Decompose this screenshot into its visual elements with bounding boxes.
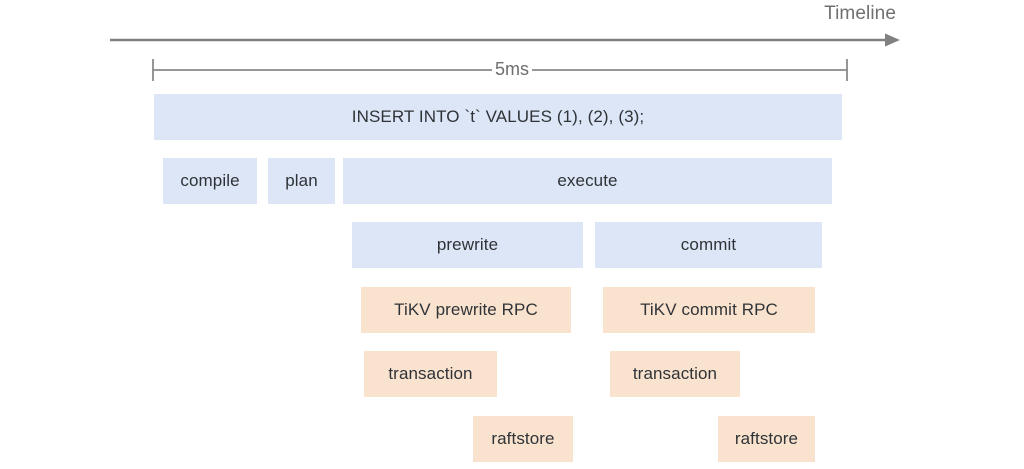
timeline-bar[interactable]: execute (343, 158, 832, 204)
timeline-bar[interactable]: raftstore (718, 416, 815, 462)
timeline-bar[interactable]: INSERT INTO `t` VALUES (1), (2), (3); (154, 94, 842, 140)
timeline-bar[interactable]: transaction (610, 351, 740, 397)
timeline-bar[interactable]: raftstore (473, 416, 573, 462)
timeline-bar[interactable]: commit (595, 222, 822, 268)
timeline-bar[interactable]: plan (268, 158, 335, 204)
timeline-axis-label: Timeline (824, 3, 896, 24)
timeline-bar[interactable]: compile (163, 158, 257, 204)
scale-measure-bar (152, 59, 848, 81)
timeline-bar[interactable]: TiKV prewrite RPC (361, 287, 571, 333)
timeline-arrow-icon (110, 33, 900, 47)
timeline-bar[interactable]: TiKV commit RPC (603, 287, 815, 333)
timeline-bar[interactable]: transaction (364, 351, 497, 397)
timeline-bar[interactable]: prewrite (352, 222, 583, 268)
